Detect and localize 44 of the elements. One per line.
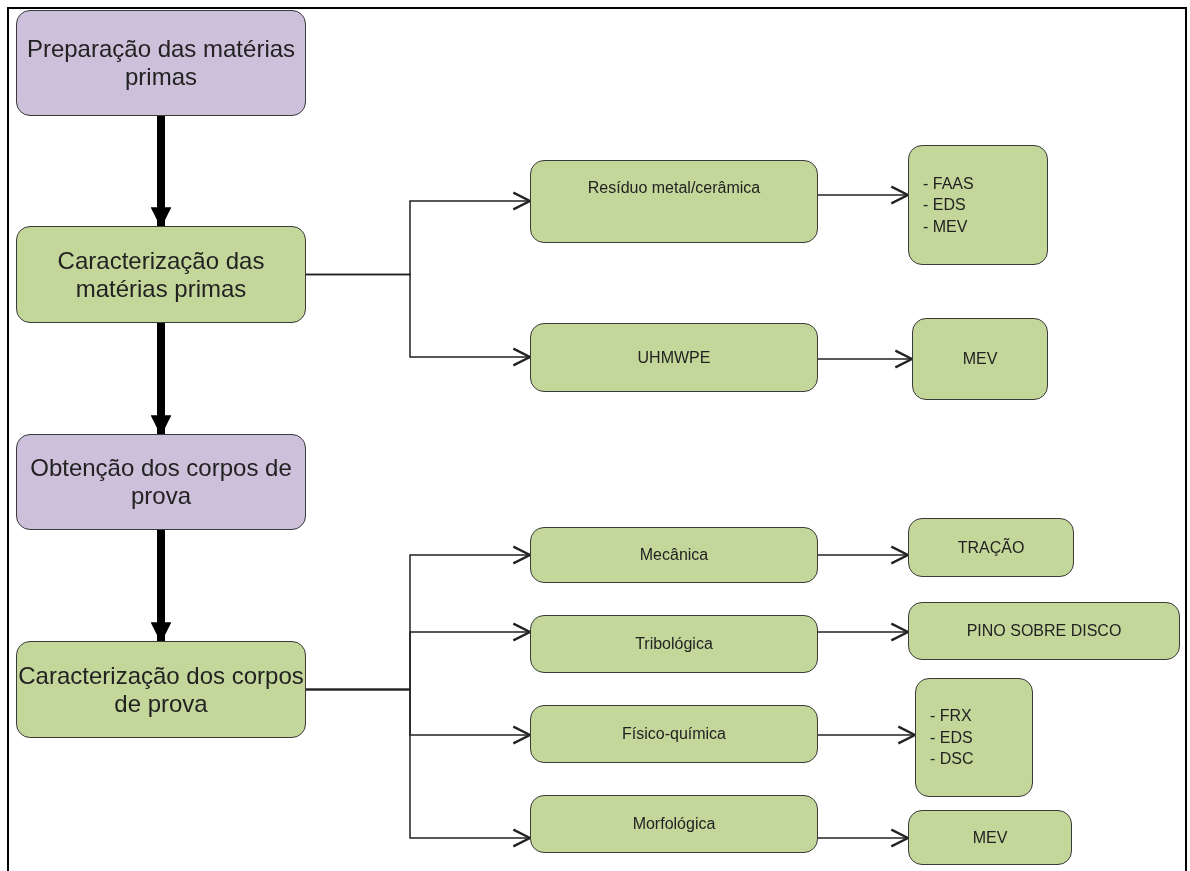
arrow bbox=[817, 349, 914, 369]
process-box bbox=[16, 226, 306, 323]
arrow bbox=[817, 185, 910, 205]
box-label: TRAÇÃO bbox=[957, 538, 1025, 557]
process-box bbox=[908, 518, 1074, 577]
box-label: Tribológica bbox=[635, 635, 713, 653]
box-label: UHMWPE bbox=[637, 348, 711, 367]
list-item: - EDS bbox=[923, 195, 966, 216]
arrow bbox=[817, 622, 910, 642]
process-box bbox=[530, 527, 818, 583]
process-box bbox=[915, 678, 1033, 797]
process-box bbox=[530, 323, 818, 392]
process-box bbox=[912, 318, 1048, 400]
arrow bbox=[817, 828, 910, 848]
arrow bbox=[817, 545, 910, 565]
arrow bbox=[305, 688, 532, 848]
process-box bbox=[530, 615, 818, 673]
box-label: Resíduo metal/cerâmica bbox=[587, 179, 761, 197]
box-label: MEV bbox=[962, 350, 998, 368]
box-label: Mecânica bbox=[639, 546, 709, 564]
box-label: Caracterização dos corpos de prova bbox=[17, 661, 305, 718]
box-label: Caracterização das matérias primas bbox=[56, 246, 266, 303]
process-box bbox=[16, 10, 306, 116]
list-item: - EDS bbox=[930, 727, 973, 748]
box-label: Morfológica bbox=[632, 815, 716, 833]
process-box bbox=[908, 810, 1072, 865]
process-box bbox=[908, 145, 1048, 265]
list-item: - DSC bbox=[930, 749, 974, 770]
box-label: Preparação das matérias primas bbox=[25, 35, 297, 91]
list-item: - FAAS bbox=[923, 173, 974, 194]
box-label: Obtenção dos corpos de prova bbox=[29, 454, 293, 510]
process-box bbox=[16, 641, 306, 738]
box-label: PINO SOBRE DISCO bbox=[966, 622, 1122, 640]
process-box bbox=[530, 160, 818, 243]
process-box bbox=[908, 602, 1180, 660]
list-item: - MEV bbox=[923, 216, 968, 237]
process-box bbox=[530, 705, 818, 763]
box-label: MEV bbox=[972, 828, 1008, 847]
box-label: Físico-química bbox=[622, 725, 726, 743]
process-box bbox=[530, 795, 818, 853]
arrow bbox=[305, 273, 532, 367]
list-item: - FRX bbox=[930, 706, 972, 727]
process-box bbox=[16, 434, 306, 530]
arrow bbox=[817, 725, 917, 745]
